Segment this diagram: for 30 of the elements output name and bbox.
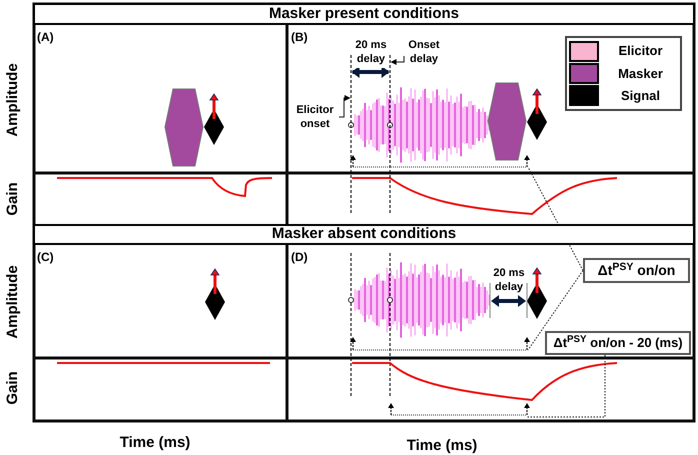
panel-label: (C) — [37, 249, 55, 264]
delay-label: 20 ms delay — [492, 266, 526, 295]
axis-label: Amplitude — [3, 62, 22, 138]
axis-label: Gain — [3, 181, 22, 218]
axis-label: Time (ms) — [406, 436, 478, 455]
panel-label: (D) — [291, 249, 309, 264]
panel-label: (B) — [291, 29, 309, 44]
leader-line — [352, 66, 390, 78]
leader-line — [390, 56, 404, 65]
callout-text: Elicitor onset — [291, 103, 339, 137]
interval-bracket — [388, 403, 530, 416]
leader-line — [338, 95, 350, 118]
legend-text: Elicitor — [617, 42, 664, 60]
axis-label: Amplitude — [3, 264, 22, 340]
panel-label: (A) — [37, 29, 55, 44]
edge-label: 20 ms delay — [353, 38, 389, 68]
section-header: Masker absent conditions — [33, 224, 695, 245]
annotation-box: Δt$^{PSY}$ on/on - 20 (ms) — [545, 331, 691, 355]
annotation-box: Δt$^{PSY}$ on/on — [583, 258, 690, 283]
leader-line — [528, 354, 606, 418]
leader-line — [528, 270, 584, 350]
axis-label: Gain — [3, 370, 22, 407]
legend-text: Masker — [617, 64, 664, 83]
interval-bracket — [350, 155, 530, 168]
axis-label: Time (ms) — [118, 433, 192, 452]
section-header: Masker present conditions — [33, 3, 695, 25]
callout-text: Onset delay — [400, 38, 448, 68]
onset-line — [350, 54, 352, 216]
legend-text: Signal — [620, 87, 661, 106]
interval-bracket — [350, 337, 530, 350]
